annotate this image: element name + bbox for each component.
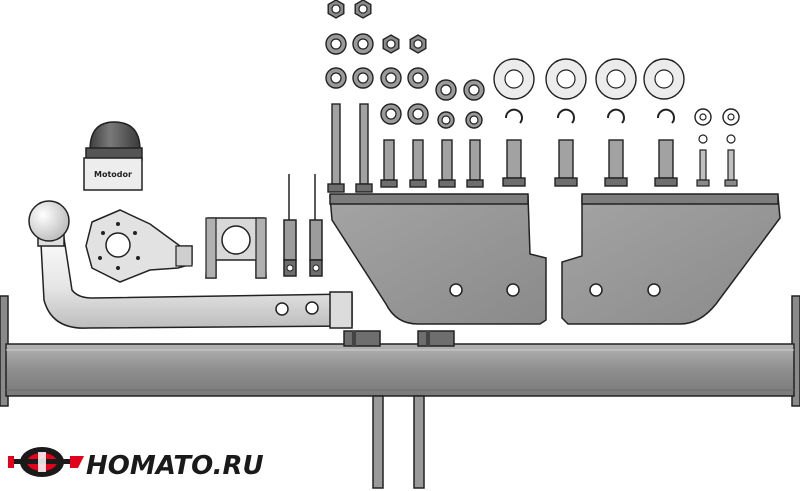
bolt-icon bbox=[658, 139, 674, 179]
eye-bolts bbox=[283, 174, 323, 277]
nut-hole bbox=[358, 4, 368, 14]
bolt-head bbox=[327, 183, 345, 193]
socket-plate-icon bbox=[85, 209, 193, 283]
washer-hole bbox=[441, 115, 451, 125]
bolt-icon bbox=[412, 139, 424, 181]
bolt-head bbox=[502, 177, 526, 187]
washer-icon bbox=[698, 134, 708, 144]
circlip-icon bbox=[556, 108, 575, 124]
circlip-icon bbox=[504, 108, 523, 124]
bolt-icon bbox=[359, 103, 369, 185]
bolt-icon bbox=[331, 103, 341, 185]
bolt-head bbox=[438, 179, 456, 188]
bolt-icon bbox=[727, 149, 735, 181]
nut-icon-group bbox=[325, 0, 685, 129]
bolt-icon bbox=[383, 139, 395, 181]
bolt-icon bbox=[558, 139, 574, 179]
circlip-icon bbox=[656, 108, 675, 124]
bolt-head bbox=[654, 177, 678, 187]
washer-hole bbox=[699, 113, 707, 121]
bolt-head bbox=[355, 183, 373, 193]
bolt-head bbox=[380, 179, 398, 188]
bracket-icon bbox=[205, 217, 267, 279]
socket-cap-icon: Motodor bbox=[83, 121, 143, 191]
crossbar bbox=[0, 295, 800, 489]
bolt-icon bbox=[506, 139, 522, 179]
bolt-head bbox=[409, 179, 427, 188]
circlip-icon bbox=[606, 108, 625, 124]
bolt-icon bbox=[608, 139, 624, 179]
nut-hole bbox=[386, 39, 396, 49]
washer-hole bbox=[556, 69, 576, 89]
tow-ball-icon bbox=[28, 200, 353, 329]
logo-text: HOMATO.RU bbox=[86, 451, 264, 481]
bolt-head bbox=[554, 177, 578, 187]
washer-hole bbox=[330, 72, 342, 84]
washer-hole bbox=[469, 115, 479, 125]
cap-brand-label: Motodor bbox=[94, 170, 132, 179]
washer-hole bbox=[385, 72, 397, 84]
washer-hole bbox=[440, 84, 452, 96]
bolt-head bbox=[696, 179, 710, 187]
washer-hole bbox=[412, 108, 424, 120]
washer-hole bbox=[606, 69, 626, 89]
bolt-icon-group bbox=[327, 103, 740, 193]
washer-icon bbox=[726, 134, 736, 144]
bolt-icon bbox=[699, 149, 707, 181]
mounting-plate-right bbox=[561, 193, 781, 325]
bolt-head bbox=[466, 179, 484, 188]
washer-hole bbox=[357, 72, 369, 84]
washer-hole bbox=[330, 38, 342, 50]
bolt-icon bbox=[441, 139, 453, 181]
washer-hole bbox=[654, 69, 674, 89]
bolt-head bbox=[604, 177, 628, 187]
bolt-head bbox=[724, 179, 738, 187]
washer-hole bbox=[412, 72, 424, 84]
nut-hole bbox=[413, 39, 423, 49]
logo-emblem-icon bbox=[8, 447, 84, 477]
washer-hole bbox=[727, 113, 735, 121]
washer-hole bbox=[504, 69, 524, 89]
nut-hole bbox=[331, 4, 341, 14]
washer-hole bbox=[468, 84, 480, 96]
bolt-icon bbox=[469, 139, 481, 181]
washer-hole bbox=[357, 38, 369, 50]
washer-hole bbox=[385, 108, 397, 120]
mounting-plate-left bbox=[329, 193, 547, 325]
logo: HOMATO.RU bbox=[8, 447, 264, 481]
